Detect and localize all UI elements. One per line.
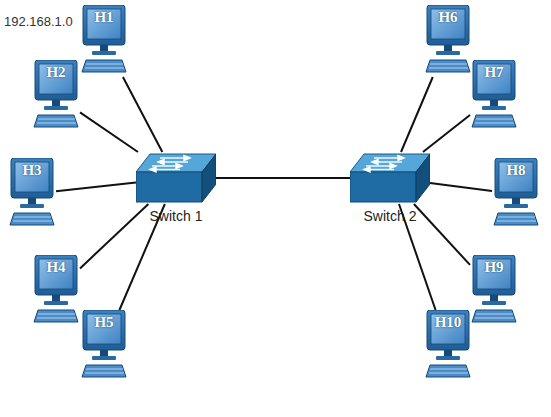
host-label: H3 [15, 162, 49, 192]
switch-graphic [350, 154, 430, 202]
host-label: H4 [39, 259, 73, 289]
host-label: H6 [431, 9, 465, 39]
host-label: H9 [477, 259, 511, 289]
switch-label: Switch 2 [330, 208, 450, 224]
host-label: H1 [87, 9, 121, 39]
network-address: 192.168.1.0 [4, 14, 73, 29]
network-cable [80, 112, 138, 152]
switch-label: Switch 1 [116, 208, 236, 224]
network-switch: Switch 2 [350, 152, 430, 204]
computer-graphic [34, 60, 78, 127]
computer-graphic [472, 60, 516, 127]
switch-graphic [136, 154, 216, 202]
host-computer: H10 [424, 310, 472, 382]
host-computer: H4 [32, 255, 80, 327]
host-label: H2 [39, 64, 73, 94]
host-computer: H5 [80, 310, 128, 382]
host-label: H10 [431, 314, 465, 344]
network-switch: Switch 1 [136, 152, 216, 204]
computer-graphic [472, 255, 516, 322]
computer-graphic [82, 5, 126, 72]
host-computer: H7 [470, 60, 518, 132]
host-label: H8 [499, 162, 533, 192]
network-cable [123, 77, 162, 152]
switch-icon [136, 152, 216, 204]
host-computer: H8 [492, 158, 540, 230]
network-cable [414, 204, 470, 265]
network-cable [56, 182, 136, 191]
host-computer: H9 [470, 255, 518, 327]
network-cable [216, 177, 350, 179]
network-cable [80, 204, 148, 268]
network-cable [423, 115, 470, 152]
computer-graphic [426, 5, 470, 72]
computer-graphic [494, 158, 538, 225]
network-cable [430, 183, 492, 191]
host-computer: H1 [80, 5, 128, 77]
computer-graphic [426, 310, 470, 377]
host-label: H7 [477, 64, 511, 94]
host-computer: H3 [8, 158, 56, 230]
computer-graphic [10, 158, 54, 225]
network-cable [401, 77, 433, 152]
computer-graphic [34, 255, 78, 322]
host-label: H5 [87, 314, 121, 344]
host-computer: H6 [424, 5, 472, 77]
computer-graphic [82, 310, 126, 377]
switch-icon [350, 152, 430, 204]
host-computer: H2 [32, 60, 80, 132]
